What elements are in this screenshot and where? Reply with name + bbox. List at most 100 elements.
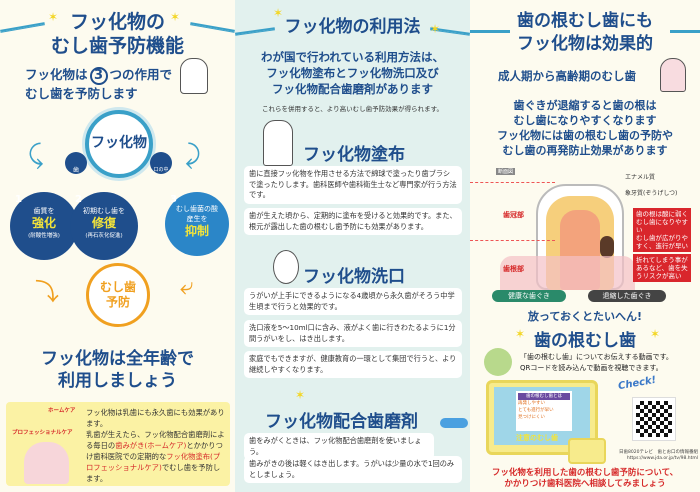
arrow-icon: ⤹ [28, 140, 44, 170]
enamel-label: エナメル質 [625, 174, 656, 181]
action-inhibit: 3 むし歯菌の酸産生を 抑制 [165, 192, 229, 256]
fluoride-circle: フッ化物 [85, 110, 153, 178]
toothpaste-heading: フッ化物配合歯磨剤 [265, 412, 418, 432]
warning-text: 放っておくとたいへん! [527, 310, 643, 323]
info-box: うがいが上手にできるようになる4歳頃から永久歯がそろう中学生頃まで行うと効果的で… [244, 288, 462, 315]
video-description: 「歯の根むし歯」についてお伝えする動画です。 QRコードを読み込んで動画を視聴で… [520, 352, 673, 374]
star-icon: ✶ [273, 6, 284, 20]
all-ages-box: ホームケア プロフェッショナルケア フッ化物は乳歯にも永久歯にも効果があります。… [6, 402, 230, 486]
lead-line: フッ化物塗布とフッ化物洗口及び [266, 66, 439, 80]
action-number: 3 [170, 194, 177, 205]
risk-note: 歯の根は酸に弱くむし歯になりやすい [633, 208, 691, 236]
usage-note: これらを併用すると、より高いむし歯予防効果が得られます。 [262, 105, 443, 113]
section-title: フッ化物の利用法 [284, 17, 421, 37]
lead-line: むし歯の再発防止効果があります [502, 144, 668, 157]
subtitle-text: つの作用で [109, 67, 173, 82]
action-repair: 2 初期むし歯を 修復 (再石灰化促進) [70, 192, 138, 260]
info-box: 家庭でもできますが、健康教育の一環として集団で行うと、より継続しやすくなります。 [244, 351, 462, 378]
root-caries-lead: 歯ぐきが退縮すると歯の根は むし歯になりやすくなります フッ化物には歯の根むし歯… [470, 98, 700, 158]
check-label: Check! [617, 374, 658, 393]
caregiver-illustration [24, 442, 69, 484]
usage-lead: わが国で行われている利用方法は、 フッ化物塗布とフッ化物洗口及び フッ化物配合歯… [235, 49, 470, 97]
video-monitor[interactable]: 歯の根むし歯とは 再発しやすい とても進行が早い 見つけにくい 注意のむし歯 [486, 380, 598, 455]
subtitle: 成人期から高齢期のむし歯 [498, 69, 636, 83]
person-with-phone-illustration [484, 348, 512, 376]
tooth-diagram: 断面図 エナメル質 象牙質(ぞうげしつ) 歯冠部 歯根部 歯の根は酸に弱くむし歯… [470, 168, 700, 290]
title-line: 利用しましょう [58, 371, 177, 391]
action-strengthen: 1 歯質を 強化 (耐酸性増強) [10, 192, 78, 260]
credit: 日歯8020テレビ 歯とお口の情報番組 https://www.jda.or.j… [610, 450, 698, 462]
lead-line: わが国で行われている利用方法は、 [260, 50, 445, 64]
screen-banner: 注意のむし歯 [516, 434, 558, 442]
lead-line: フッ化物配合歯磨剤があります [272, 82, 433, 96]
credit-url[interactable]: https://www.jda.or.jp/tv/98.html [626, 456, 698, 461]
section-title: 歯の根むし歯にも フッ化物は効果的 [470, 10, 700, 56]
screen-item: 再発しやすい [518, 401, 545, 406]
number-badge: 3 [89, 67, 108, 85]
result-line: 予防 [105, 295, 130, 309]
arrow-icon: ⤶ [180, 272, 194, 300]
info-box: 洗口液を5～10ml口に含み、液がよく歯に行きわたるように1分間うがいをし、はき… [244, 320, 462, 347]
action-keyword: 強化 [31, 216, 56, 230]
video-screen: 歯の根むし歯とは 再発しやすい とても進行が早い 見つけにくい 注意のむし歯 [494, 387, 590, 445]
screen-item: 見つけにくい [518, 415, 545, 420]
dentin-label: 象牙質(ぞうげしつ) [625, 190, 678, 197]
woman-illustration [273, 250, 299, 284]
text: フッ化物は乳歯にも永久歯にも効果があります。 [86, 408, 225, 428]
desc-line: QRコードを読み込んで動画を視聴できます。 [520, 364, 663, 372]
woman-illustration [660, 58, 686, 92]
star-icon: ✶ [650, 327, 661, 341]
tooth-tag: 歯 [65, 152, 87, 174]
lead-line: むし歯になりやすくなります [513, 114, 657, 127]
divider [470, 182, 555, 183]
section-title: フッ化物は全年齢で 利用しましょう [0, 348, 235, 392]
root-caries-title: 歯の根むし歯 [534, 331, 636, 351]
action-keyword: 抑制 [184, 224, 209, 238]
star-icon: ✶ [515, 327, 526, 341]
all-ages-text: フッ化物は乳歯にも永久歯にも効果があります。 乳歯が生えたら、フッ化物配合歯磨剤… [86, 407, 226, 484]
tag-label: 歯 [72, 167, 79, 174]
star-icon: ✶ [430, 22, 441, 36]
highlight-text: 歯みがき(ホームケア) [115, 441, 187, 450]
qr-code[interactable] [632, 397, 676, 441]
divider [470, 240, 555, 241]
result-line: むし歯 [99, 280, 136, 294]
tag-label: 口の中 [153, 167, 169, 173]
action-text: 歯質を [33, 207, 55, 215]
pro-care-label: プロフェッショナルケア [12, 430, 73, 436]
caries-spot [600, 236, 614, 258]
title-line: フッ化物の [69, 11, 165, 33]
subtitle-text: フッ化物は [25, 67, 88, 82]
decor-swoosh [670, 30, 700, 33]
screen-item: とても進行が早い [518, 408, 554, 413]
info-box: 歯みがきの後は軽くはき出します。うがいは少量の水で1回のみとしましょう。 [244, 456, 462, 483]
panel-root-caries: 歯の根むし歯にも フッ化物は効果的 成人期から高齢期のむし歯 歯ぐきが退縮すると… [470, 0, 700, 492]
action-note: (耐酸性増強) [28, 233, 60, 239]
footer-line: フッ化物を利用した歯の根むし歯予防について、 [491, 468, 679, 478]
highlight-text: フッ化物塗布(プロフェッショナルケア) [86, 452, 221, 472]
action-number: 2 [75, 194, 82, 205]
action-keyword: 修復 [91, 216, 116, 230]
lead-line: 歯ぐきが退縮すると歯の根は [513, 99, 657, 112]
panel-usage-methods: ✶ ✶ フッ化物の利用法 わが国で行われている利用方法は、 フッ化物塗布とフッ化… [234, 0, 471, 492]
info-box: 歯をみがくときは、フッ化物配合歯磨剤を使いましょう。 [244, 433, 434, 460]
lead-line: フッ化物には歯の根むし歯の予防や [497, 129, 673, 142]
risk-note: 折れてしまう事があるなど、歯を失うリスクが高い [633, 254, 691, 282]
title-line: フッ化物は全年齢で [41, 349, 194, 369]
text: でむし歯を予防します。 [86, 463, 221, 483]
healthy-gum-label: 健康な歯ぐき [492, 290, 566, 302]
footer-message: フッ化物を利用した歯の根むし歯予防について、 かかりつけ歯科医院へ相談してみまし… [470, 468, 700, 490]
footer-line: かかりつけ歯科医院へ相談してみましょう [504, 479, 666, 489]
text: 乳歯が生えたら、フッ化物配合歯磨剤による毎日の [86, 430, 225, 450]
phone-screen [568, 438, 606, 464]
root-label: 歯根部 [503, 265, 524, 273]
mouth-tag: 口の中 [150, 152, 172, 174]
subtitle-text: むし歯を予防します [25, 86, 138, 101]
credit-line: 日歯8020テレビ 歯とお口の情報番組 [619, 450, 698, 455]
mouthwash-heading: フッ化物洗口 [303, 267, 405, 287]
gum [500, 256, 635, 290]
screen-card: 歯の根むし歯とは 再発しやすい とても進行が早い 見つけにくい [516, 391, 572, 431]
cross-section-tag: 断面図 [496, 168, 516, 175]
